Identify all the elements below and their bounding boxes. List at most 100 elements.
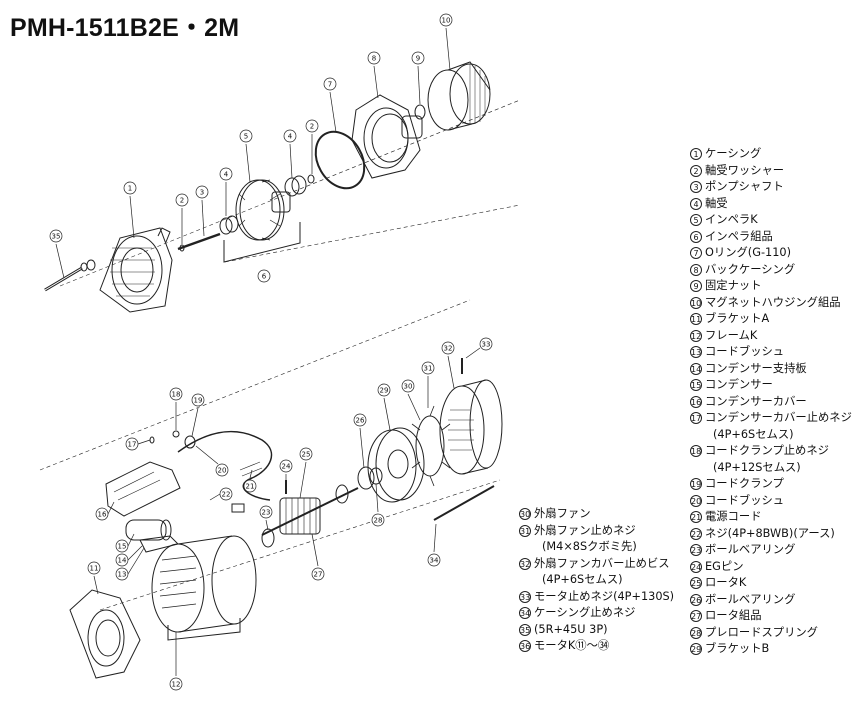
callout-35: 35: [49, 229, 65, 279]
magnet-housing-part: [427, 61, 491, 131]
svg-text:4: 4: [224, 171, 229, 179]
ball-bearing-part: [357, 466, 375, 490]
legend-label: インペラ組品: [705, 229, 773, 243]
callout-25: 25: [299, 447, 313, 499]
svg-text:24: 24: [282, 463, 291, 471]
legend-number: 27: [690, 610, 702, 623]
legend-label: コードクランプ止めネジ: [705, 444, 829, 457]
legend-number: 6: [690, 230, 702, 243]
legend-number: 14: [690, 362, 702, 375]
legend-label: 軸受ワッシャー: [705, 163, 785, 177]
svg-text:10: 10: [442, 17, 451, 25]
page-title: PMH-1511B2E・2M: [10, 14, 240, 42]
callout-7: 7: [323, 77, 337, 133]
svg-text:29: 29: [380, 387, 389, 395]
legend-number: 25: [690, 577, 702, 590]
legend-label: EGピン: [705, 559, 744, 573]
legend-number: 18: [690, 445, 702, 458]
legend-label: コードブッシュ: [705, 345, 785, 358]
fan-cover-part: [439, 379, 503, 475]
callout-23: 23: [259, 505, 273, 531]
legend-label: プレロードスプリング: [705, 625, 818, 639]
legend-label: コードクランプ: [705, 477, 784, 490]
callout-5: 5: [239, 129, 253, 183]
legend-label: ネジ(4P+8BWB)(アース): [705, 526, 835, 540]
svg-text:2: 2: [180, 197, 184, 205]
callout-29: 29: [377, 383, 391, 431]
svg-text:5: 5: [244, 133, 248, 141]
callout-14: 14: [115, 545, 143, 567]
legend-label: ケーシング: [705, 147, 762, 160]
legend-number: 2: [690, 164, 702, 177]
callout-11: 11: [87, 561, 101, 595]
callout-34: 34: [427, 523, 441, 567]
legend-number: 9: [690, 280, 702, 293]
svg-text:1: 1: [128, 185, 132, 193]
callout-4a: 4: [219, 167, 233, 216]
o-ring-part: [314, 130, 366, 190]
legend-label: コンデンサーカバー止めネジ: [705, 411, 852, 424]
legend-number: 22: [690, 527, 702, 540]
legend-label: コンデンサーカバー: [705, 394, 807, 408]
callout-10: 10: [439, 13, 453, 71]
legend-label: ボールベアリング: [705, 592, 796, 606]
fixed-nut-part: [414, 104, 426, 120]
legend-number: 1: [690, 148, 702, 161]
legend-number: 33: [519, 590, 531, 603]
legend-number: 8: [690, 263, 702, 276]
legend-number: 34: [519, 607, 531, 620]
legend-number: 7: [690, 247, 702, 260]
legend-label: モータK⑪～㉞: [534, 639, 610, 652]
legend-label: 外扇ファンカバー止めビス: [534, 556, 670, 570]
svg-text:9: 9: [416, 55, 420, 63]
svg-text:2: 2: [310, 123, 314, 131]
legend-label: (5R+45U 3P): [534, 622, 608, 636]
legend-label: 固定ナット: [705, 279, 762, 292]
legend-number: 32: [519, 557, 531, 570]
callout-9: 9: [411, 51, 425, 105]
svg-text:13: 13: [118, 571, 127, 579]
legend-number: 4: [690, 197, 702, 210]
legend-label: ケーシング止めネジ: [534, 606, 636, 619]
impeller-part: [235, 179, 291, 241]
svg-text:32: 32: [444, 345, 453, 353]
svg-text:27: 27: [314, 571, 323, 579]
svg-text:28: 28: [374, 517, 383, 525]
legend-number: 19: [690, 478, 702, 491]
capacitor-cover-part: [105, 461, 181, 517]
legend-number: 31: [519, 524, 531, 537]
legend-number: 30: [519, 508, 531, 521]
svg-text:14: 14: [118, 557, 127, 565]
callout-26: 26: [353, 413, 367, 469]
legend-number: 10: [690, 296, 702, 309]
capacitor-part: [125, 519, 172, 541]
callout-12: 12: [169, 632, 183, 691]
svg-text:17: 17: [128, 441, 137, 449]
legend-label: バックケーシング: [705, 262, 796, 276]
svg-text:3: 3: [200, 189, 204, 197]
svg-text:18: 18: [172, 391, 181, 399]
legend-label: 軸受: [705, 196, 728, 210]
legend-label-continuation: (4P+6Sセムス): [713, 427, 794, 441]
svg-text:33: 33: [482, 341, 491, 349]
